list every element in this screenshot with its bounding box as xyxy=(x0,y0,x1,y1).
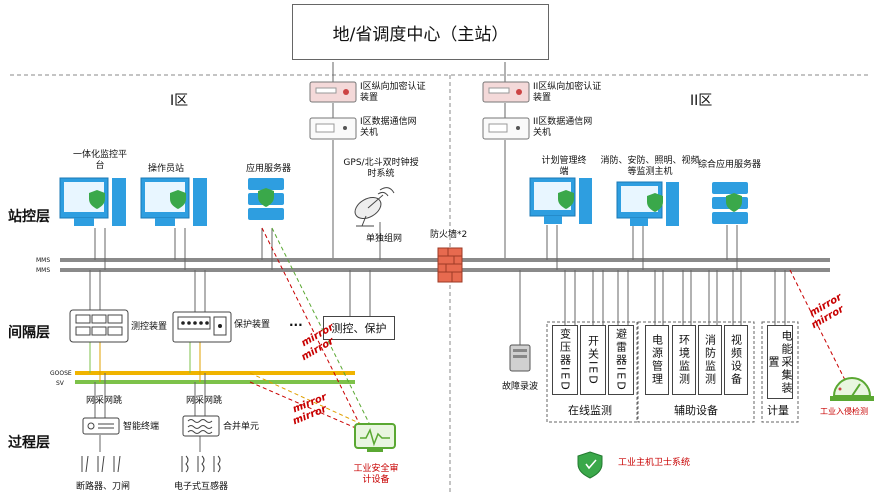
layer-process: 过程层 xyxy=(8,435,50,451)
gateway-1-icon xyxy=(309,117,357,140)
operator-station-icon xyxy=(140,177,207,226)
gateway-2-icon xyxy=(482,117,530,140)
meter-group-label: 计量 xyxy=(767,404,789,417)
mms-label-2: MMS xyxy=(36,267,51,274)
firewall-label: 防火墙*2 xyxy=(430,230,468,240)
protection-label: 保护装置 xyxy=(234,320,271,330)
aux-item-0: 电源管理 xyxy=(645,325,669,395)
transformer-icon xyxy=(181,455,221,473)
aux-item-3: 视频设备 xyxy=(724,325,748,395)
aux-group-label: 辅助设备 xyxy=(674,404,718,417)
smart-terminal-icon xyxy=(82,417,120,435)
protection-icon xyxy=(172,311,232,343)
goose-label: GOOSE xyxy=(50,370,72,377)
integrated-server-icon xyxy=(712,182,748,224)
sv-label: SV xyxy=(56,380,64,387)
fire-host-label: 消防、安防、照明、视频等监测主机 xyxy=(600,156,700,177)
fault-recorder-icon xyxy=(509,344,531,372)
smart-terminal-label: 智能终端 xyxy=(123,422,160,432)
plan-terminal-label: 计划管理终端 xyxy=(541,156,587,177)
merge-unit-icon xyxy=(182,415,220,437)
measure-protect-box: 测控、保护 xyxy=(323,316,395,340)
gateway-1-label: I区数据通信网关机 xyxy=(360,117,417,138)
fault-rec-label: 故障录波 xyxy=(502,382,539,392)
gps-net-label: 单独组网 xyxy=(366,234,403,244)
mms-label-1: MMS xyxy=(36,257,51,264)
encrypt-1-label: I区纵向加密认证装置 xyxy=(360,82,426,103)
gps-label: GPS/北斗双时钟授时系统 xyxy=(343,158,419,179)
plan-terminal-icon xyxy=(529,177,592,224)
encrypt-device-1-icon xyxy=(309,81,357,103)
layer-station: 站控层 xyxy=(8,209,50,225)
measure-ctrl-icon xyxy=(69,309,129,343)
page-title: 地/省调度中心（主站） xyxy=(332,24,509,45)
dots-label: ··· xyxy=(289,318,303,332)
intrusion-label: 工业入侵检测 xyxy=(820,407,868,416)
monitor-platform-label: 一体化监控平台 xyxy=(72,150,127,171)
operator-label: 操作员站 xyxy=(148,164,185,174)
gateway-2-label: II区数据通信网关机 xyxy=(533,117,593,138)
monitor-platform-icon xyxy=(59,177,126,226)
encrypt-2-label: II区纵向加密认证装置 xyxy=(533,82,602,103)
zone-1-label: I区 xyxy=(170,93,189,109)
fire-host-icon xyxy=(616,181,679,226)
mirror-line-3 xyxy=(249,372,371,429)
online-group-label: 在线监测 xyxy=(568,404,612,417)
audit-label: 工业安全审计设备 xyxy=(353,464,399,485)
app-server-icon xyxy=(248,178,284,220)
intrusion-icon xyxy=(830,377,874,401)
measure-ctrl-label: 测控装置 xyxy=(131,322,168,332)
zone-2-label: II区 xyxy=(690,93,713,109)
integrated-server-label: 综合应用服务器 xyxy=(698,160,762,170)
meter-item-0: 电能采集装置 xyxy=(767,325,793,399)
online-item-2: 避雷器IED xyxy=(608,325,634,395)
layer-bay: 间隔层 xyxy=(8,325,50,341)
gps-dish-icon xyxy=(354,187,395,227)
breaker-icon xyxy=(81,455,121,473)
host-guard-shield-icon xyxy=(577,451,603,479)
net-jump-1-label: 网采网跳 xyxy=(86,396,123,406)
dispatch-center-box: 地/省调度中心（主站） xyxy=(292,4,549,60)
mirror-line-2 xyxy=(271,227,371,426)
aux-item-1: 环境监测 xyxy=(672,325,696,395)
net-jump-2-label: 网采网跳 xyxy=(186,396,223,406)
aux-item-2: 消防监测 xyxy=(698,325,722,395)
merge-unit-label: 合并单元 xyxy=(223,422,260,432)
firewall-icon xyxy=(437,247,463,283)
transformer-label: 电子式互感器 xyxy=(174,482,229,492)
audit-device-icon xyxy=(354,423,396,452)
encrypt-device-2-icon xyxy=(482,81,530,103)
online-item-0: 变压器IED xyxy=(552,325,578,395)
host-guard-label: 工业主机卫士系统 xyxy=(618,458,691,468)
online-item-1: 开关IED xyxy=(580,325,606,395)
breaker-label: 断路器、刀闸 xyxy=(76,482,131,492)
app-server-label: 应用服务器 xyxy=(246,164,292,174)
mirror-line-1 xyxy=(261,227,361,426)
